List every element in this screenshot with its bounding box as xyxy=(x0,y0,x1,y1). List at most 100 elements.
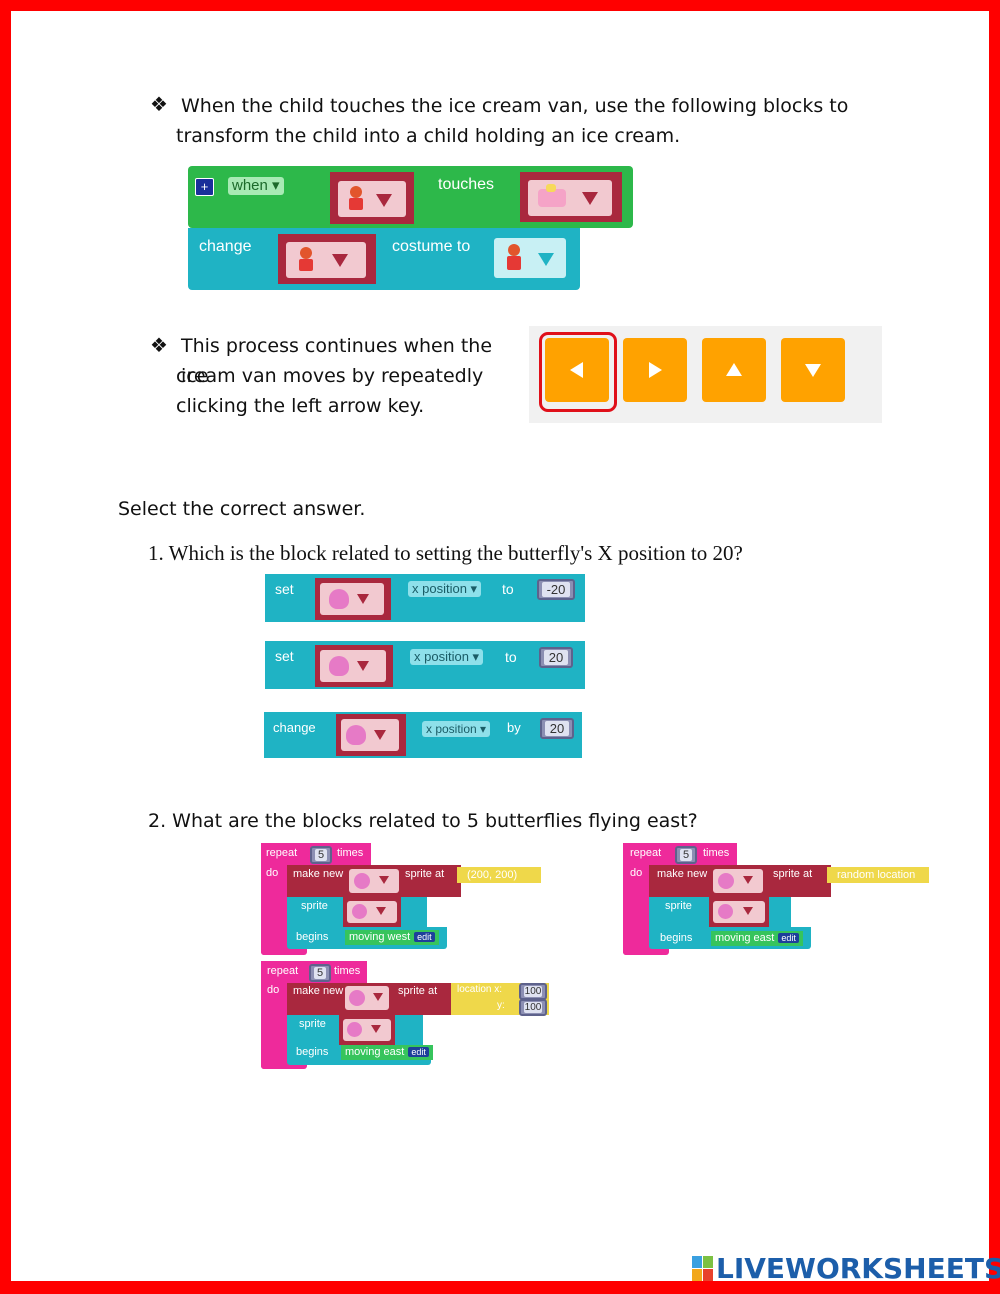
times-label: times xyxy=(703,847,730,859)
child-sprite-selector[interactable] xyxy=(330,172,414,224)
q1-option-3-block[interactable]: change x position ▾ by 20 xyxy=(264,712,582,758)
q2-option-1-block[interactable]: repeat 5 times do make new sprite at (20… xyxy=(261,843,551,957)
make-new-label: make new xyxy=(293,985,344,997)
butterfly-icon xyxy=(718,873,734,889)
sprite-at-label: sprite at xyxy=(773,868,813,880)
edit-button[interactable]: edit xyxy=(408,1047,429,1057)
do-label: do xyxy=(630,867,643,879)
begins-label: begins xyxy=(660,932,693,944)
child-with-ice-cream-icon xyxy=(508,244,520,256)
location-xy-block: location x: 100 y: 100 xyxy=(451,983,549,1016)
location-y-label: y: xyxy=(497,1000,505,1011)
q1-option-1-property: x position ▾ xyxy=(408,581,482,597)
ice-cream-van-icon xyxy=(538,189,566,207)
left-arrow-icon xyxy=(570,362,583,378)
begins-label: begins xyxy=(296,1046,329,1058)
repeat-count: 5 xyxy=(675,846,697,864)
butterfly-icon xyxy=(347,1022,362,1037)
sprite-label: sprite xyxy=(299,1018,326,1030)
bullet2-line1: This process continues when the ice xyxy=(181,335,493,387)
change-costume-block: change costume to xyxy=(188,228,580,290)
butterfly-icon xyxy=(718,904,733,919)
do-label: do xyxy=(267,984,280,996)
touches-label: touches xyxy=(438,176,495,193)
q1-option-1-value: -20 xyxy=(537,579,575,600)
sprite-at-label: sprite at xyxy=(398,985,438,997)
sprite-label: sprite xyxy=(301,900,328,912)
costume-selector[interactable] xyxy=(494,238,566,278)
when-dropdown[interactable]: when ▾ xyxy=(228,177,284,195)
bullet2-line2: cream van moves by repeatedly xyxy=(176,365,484,387)
location-y-value: 100 xyxy=(519,999,547,1016)
edit-button[interactable]: edit xyxy=(414,932,435,942)
bullet-icon-2: ❖ xyxy=(150,335,168,357)
location-x-label: location x: xyxy=(457,984,503,995)
q2-option-2-block[interactable]: repeat 5 times do make new sprite at ran… xyxy=(623,843,933,957)
repeat-label: repeat xyxy=(267,965,299,977)
liveworksheets-logo-icon xyxy=(692,1256,714,1282)
select-heading: Select the correct answer. xyxy=(118,498,366,520)
butterfly-selector xyxy=(315,645,393,687)
down-arrow-key[interactable] xyxy=(781,338,845,402)
down-arrow-icon xyxy=(805,364,821,377)
butterfly-icon xyxy=(354,873,370,889)
when-label: when xyxy=(232,177,268,194)
location-x-value: 100 xyxy=(519,983,547,1000)
repeat-label: repeat xyxy=(630,847,662,859)
repeat-label: repeat xyxy=(266,847,298,859)
q1-option-1-verb: set xyxy=(275,581,294,597)
bullet1-line1: When the child touches the ice cream van… xyxy=(181,95,849,117)
q1-option-2-property: x position ▾ xyxy=(410,649,484,665)
bullet2-line3: clicking the left arrow key. xyxy=(176,395,425,417)
begins-label: begins xyxy=(296,931,329,943)
child-sprite-selector-2[interactable] xyxy=(278,234,376,284)
q1-option-2-verb: set xyxy=(275,648,294,664)
make-new-label: make new xyxy=(293,868,344,880)
right-arrow-icon xyxy=(649,362,662,378)
edit-button[interactable]: edit xyxy=(778,933,799,943)
child-sprite-icon-2 xyxy=(300,247,312,259)
liveworksheets-logo[interactable]: LIVEWORKSHEETS xyxy=(716,1252,1000,1285)
times-label: times xyxy=(337,847,364,859)
location-value: random location xyxy=(827,867,929,883)
q1-option-2-value: 20 xyxy=(539,647,573,668)
q1-option-3-verb: change xyxy=(273,720,316,735)
question2-text: 2. What are the blocks related to 5 butt… xyxy=(148,810,698,832)
up-arrow-key[interactable] xyxy=(702,338,766,402)
q1-option-3-property: x position ▾ xyxy=(422,721,491,737)
up-arrow-icon xyxy=(726,363,742,376)
location-value: (200, 200) xyxy=(457,867,541,883)
sprite-at-label: sprite at xyxy=(405,868,445,880)
q1-option-2-block[interactable]: set x position ▾ to 20 xyxy=(265,641,585,689)
selected-key-highlight xyxy=(539,332,617,412)
q1-option-1-block[interactable]: set x position ▾ to -20 xyxy=(265,574,585,622)
bullet1-line2: transform the child into a child holding… xyxy=(176,125,681,147)
butterfly-icon xyxy=(346,725,366,745)
arrow-keys-panel xyxy=(529,326,882,423)
van-sprite-selector[interactable] xyxy=(520,172,622,222)
butterfly-icon xyxy=(329,589,349,609)
q1-option-2-connector: to xyxy=(505,649,517,665)
repeat-count: 5 xyxy=(310,846,332,864)
butterfly-icon xyxy=(349,990,365,1006)
q1-option-3-connector: by xyxy=(507,720,521,735)
child-sprite-icon xyxy=(350,186,362,198)
do-label: do xyxy=(266,867,279,879)
times-label: times xyxy=(334,965,361,977)
butterfly-icon xyxy=(329,656,349,676)
q2-option-3-block[interactable]: repeat 5 times do make new sprite at loc… xyxy=(261,961,553,1071)
q1-option-3-value: 20 xyxy=(540,718,574,739)
change-label: change xyxy=(199,238,252,255)
left-arrow-key[interactable] xyxy=(545,338,609,402)
bullet-icon: ❖ xyxy=(150,94,168,116)
butterfly-selector xyxy=(336,714,406,756)
repeat-count: 5 xyxy=(309,964,331,982)
plus-icon[interactable]: + xyxy=(195,178,214,196)
when-touches-block: + when ▾ touches xyxy=(188,166,633,228)
make-new-label: make new xyxy=(657,868,708,880)
right-arrow-key[interactable] xyxy=(623,338,687,402)
